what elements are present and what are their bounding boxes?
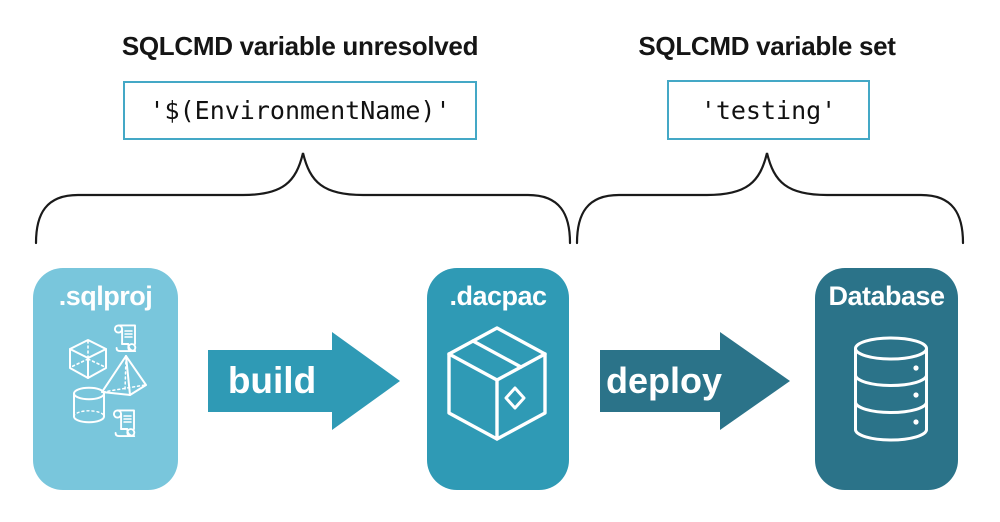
deploy-arrow-label: deploy [605,360,722,401]
code-text-environment-variable: '$(EnvironmentName)' [149,96,451,125]
build-arrow-shape [208,332,400,430]
cylinder-icon [73,386,105,424]
code-text-testing-value: 'testing' [700,95,837,125]
card-database-label: Database [828,281,945,311]
card-dacpac: .dacpac [427,268,569,490]
code-box-testing-value: 'testing' [667,80,870,140]
script-scroll-icon [112,409,136,438]
card-database: Database [815,268,958,490]
deploy-arrow-shape [600,332,790,430]
heading-sqlcmd-unresolved: SQLCMD variable unresolved [121,31,479,61]
cube-icon [69,339,107,379]
card-dacpac-label: .dacpac [449,281,547,311]
code-box-environment-variable: '$(EnvironmentName)' [123,81,477,140]
card-sqlproj-label: .sqlproj [58,281,153,311]
database-icon [854,336,928,442]
database-dot [913,419,919,425]
pyramid-icon [101,355,147,396]
deploy-arrow: deploy [597,330,797,432]
brace-right-icon [575,152,965,245]
package-box-icon [447,326,547,441]
database-dot [913,392,919,398]
script-scroll-icon [113,324,137,353]
brace-group [34,152,965,245]
build-arrow-label: build [227,360,317,401]
database-dot [913,365,919,371]
build-arrow: build [205,330,405,432]
card-sqlproj: .sqlproj [33,268,178,490]
heading-sqlcmd-set: SQLCMD variable set [638,31,896,61]
brace-left-icon [34,152,572,245]
